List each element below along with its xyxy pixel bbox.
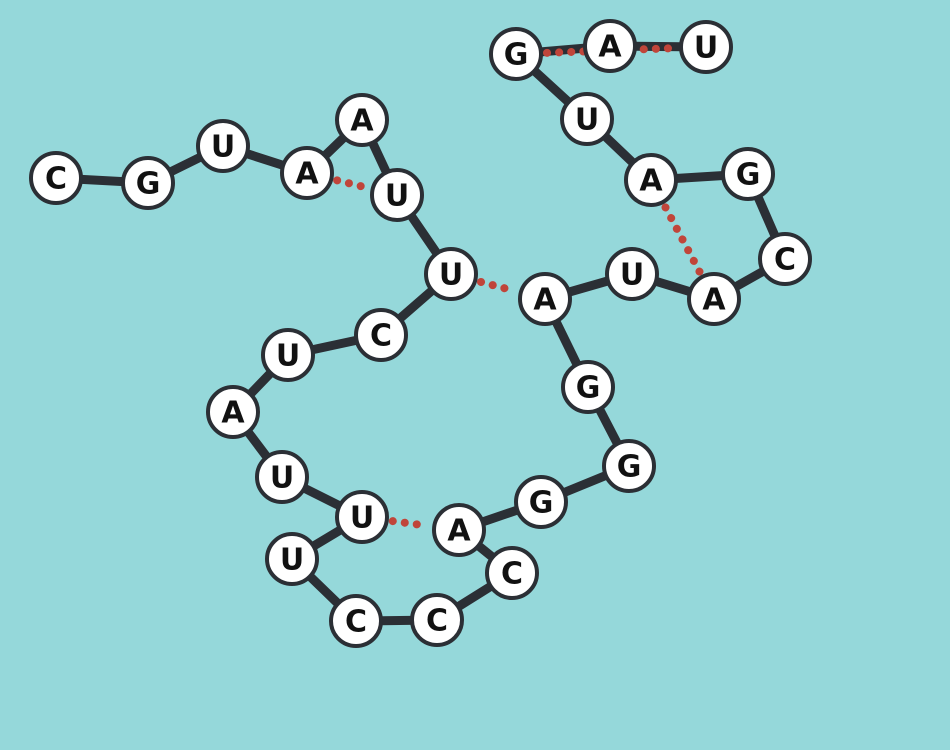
nucleotide-node: C <box>354 308 408 362</box>
nucleotide-node: A <box>624 153 678 207</box>
nucleotide-label: A <box>639 164 663 199</box>
nucleotide-label: C <box>774 243 796 278</box>
nucleotide-circle <box>560 92 614 146</box>
nucleotide-label: C <box>501 557 523 592</box>
nucleotide-node: U <box>424 247 478 301</box>
nucleotide-node: G <box>721 147 775 201</box>
nucleotide-label: U <box>276 339 300 374</box>
nucleotide-circle <box>335 490 389 544</box>
nucleotide-circle <box>261 328 315 382</box>
nucleotide-circle <box>624 153 678 207</box>
nucleotide-node: C <box>410 593 464 647</box>
nucleotide-node: A <box>206 385 260 439</box>
nucleotide-label: G <box>136 167 161 202</box>
nucleotide-label: U <box>280 543 304 578</box>
nucleotide-node: A <box>335 93 389 147</box>
nucleotide-circle <box>280 146 334 200</box>
nucleotide-circle <box>679 20 733 74</box>
nucleotide-label: C <box>345 605 367 640</box>
nucleotide-label: U <box>694 31 718 66</box>
nucleotide-label: U <box>620 258 644 293</box>
nucleotide-node: U <box>265 532 319 586</box>
nucleotide-label: C <box>45 162 67 197</box>
nucleotide-label: U <box>385 179 409 214</box>
nucleotide-circle <box>424 247 478 301</box>
nucleotide-circle <box>29 151 83 205</box>
nucleotide-node: U <box>335 490 389 544</box>
nucleotide-circle <box>489 27 543 81</box>
nucleotide-label: G <box>736 158 761 193</box>
nucleotide-circle <box>605 247 659 301</box>
nucleotide-node: U <box>560 92 614 146</box>
nucleotide-circle <box>432 503 486 557</box>
nucleotide-circle <box>561 360 615 414</box>
nucleotide-label: A <box>702 283 726 318</box>
nucleotide-node: G <box>602 439 656 493</box>
nucleotide-label: A <box>350 104 374 139</box>
nucleotide-node: U <box>261 328 315 382</box>
nucleotide-circle <box>265 532 319 586</box>
nucleotide-circle <box>196 119 250 173</box>
nucleotide-node: A <box>432 503 486 557</box>
nucleotide-circle <box>687 272 741 326</box>
nucleotide-node: U <box>605 247 659 301</box>
nucleotide-label: C <box>370 319 392 354</box>
nucleotide-node: G <box>121 156 175 210</box>
nucleotide-label: A <box>598 30 622 65</box>
nucleotide-node: U <box>679 20 733 74</box>
nucleotide-label: G <box>576 371 601 406</box>
nucleotide-circle <box>758 232 812 286</box>
nucleotide-node: A <box>518 272 572 326</box>
nucleotide-node: G <box>514 475 568 529</box>
nucleotide-circle <box>206 385 260 439</box>
nucleotide-node: A <box>280 146 334 200</box>
nucleotide-label: C <box>426 604 448 639</box>
nucleotide-node: U <box>255 450 309 504</box>
nucleotide-circle <box>370 168 424 222</box>
nucleotide-circle <box>354 308 408 362</box>
nucleotide-label: G <box>617 450 642 485</box>
base-pair-link <box>661 203 704 276</box>
nucleotide-label: U <box>575 103 599 138</box>
nucleotide-circle <box>329 594 383 648</box>
nucleotide-circle <box>721 147 775 201</box>
nucleotide-label: A <box>221 396 245 431</box>
nucleotide-node: U <box>196 119 250 173</box>
nucleotide-label: U <box>211 130 235 165</box>
nucleotide-circle <box>121 156 175 210</box>
nucleotide-node: A <box>583 19 637 73</box>
nucleotide-label: A <box>447 514 471 549</box>
nucleotide-node: G <box>489 27 543 81</box>
nucleotide-circle <box>335 93 389 147</box>
nucleotide-label: G <box>504 38 529 73</box>
nucleotide-label: U <box>439 258 463 293</box>
nucleotide-node: C <box>758 232 812 286</box>
nucleotide-node: U <box>370 168 424 222</box>
nucleotide-label: U <box>270 461 294 496</box>
nucleotide-circle <box>602 439 656 493</box>
nucleotide-circle <box>255 450 309 504</box>
nucleotide-label: G <box>529 486 554 521</box>
nucleotide-node: C <box>485 546 539 600</box>
nucleotide-node: A <box>687 272 741 326</box>
nucleotide-node: C <box>329 594 383 648</box>
nucleotide-label: A <box>533 283 557 318</box>
nucleotide-node: G <box>561 360 615 414</box>
nucleotide-label: A <box>295 157 319 192</box>
nucleotide-label: U <box>350 501 374 536</box>
nucleotide-circle <box>583 19 637 73</box>
nucleotide-circle <box>514 475 568 529</box>
nucleotide-node: C <box>29 151 83 205</box>
base-pair-link <box>333 176 371 192</box>
nucleotide-circle <box>485 546 539 600</box>
nucleotide-circle <box>518 272 572 326</box>
nucleotide-circle <box>410 593 464 647</box>
